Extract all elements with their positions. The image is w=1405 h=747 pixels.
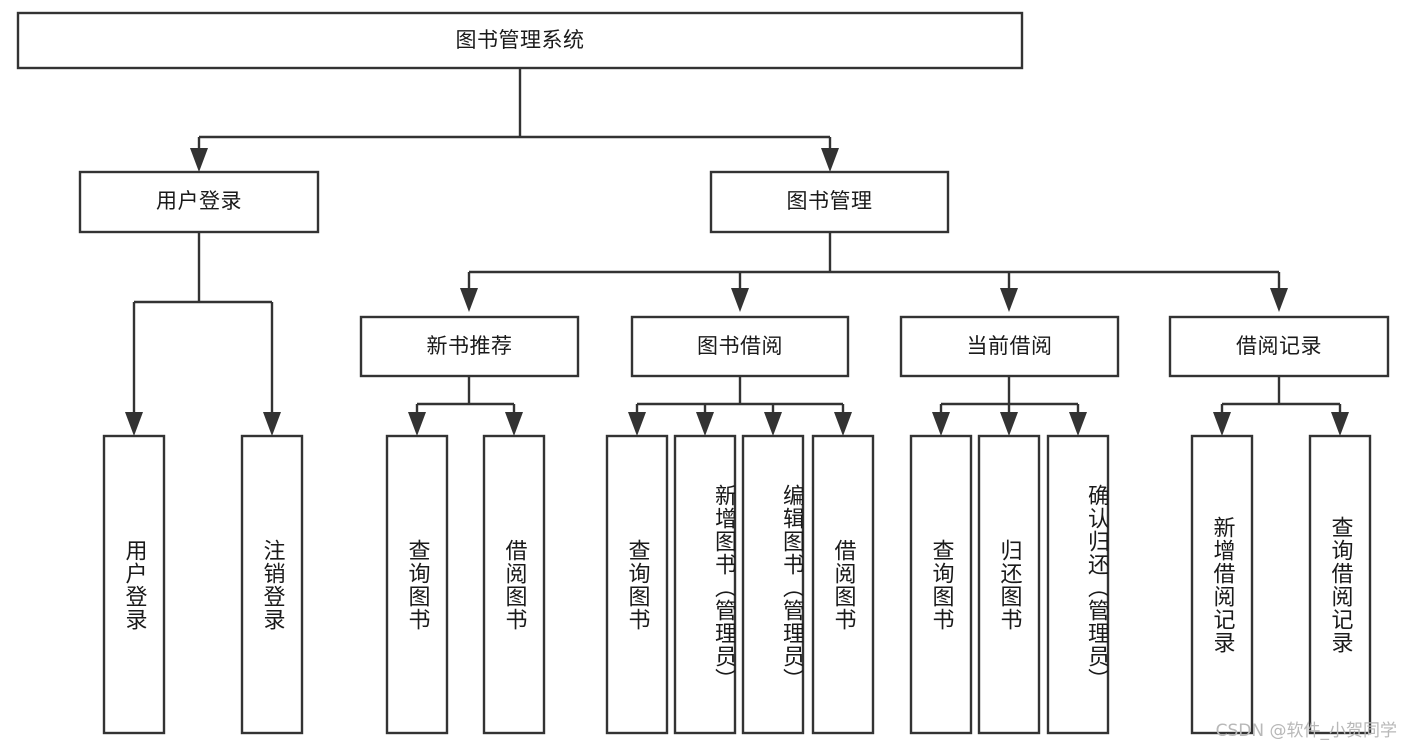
- node-leaf-borrow-book-1-box[interactable]: [482, 434, 546, 735]
- connector-root-to-level2: [190, 68, 839, 172]
- connector-newbook-to-leaves: [408, 376, 523, 436]
- node-user-login-box[interactable]: [78, 170, 320, 234]
- node-root-box[interactable]: [16, 11, 1024, 70]
- node-leaf-borrow-book-2-box[interactable]: [811, 434, 875, 735]
- node-leaf-edit-book-box[interactable]: [741, 434, 805, 735]
- connector-borrowrecord-to-leaves: [1213, 376, 1349, 436]
- node-leaf-query-book-1-box[interactable]: [385, 434, 449, 735]
- node-leaf-add-book-box[interactable]: [673, 434, 737, 735]
- node-new-book-recommend-box[interactable]: [359, 315, 580, 378]
- node-leaf-user-login-box[interactable]: [102, 434, 166, 735]
- node-leaf-query-book-3-box[interactable]: [909, 434, 973, 735]
- connector-currentborrow-to-leaves: [932, 376, 1087, 436]
- node-leaf-query-book-2-box[interactable]: [605, 434, 669, 735]
- node-leaf-confirm-return-box[interactable]: [1046, 434, 1110, 735]
- node-leaf-add-record-box[interactable]: [1190, 434, 1254, 735]
- connector-bookborrow-to-leaves: [628, 376, 852, 436]
- connector-bookmgmt-to-level3: [460, 232, 1288, 312]
- node-current-borrow-box[interactable]: [899, 315, 1120, 378]
- csdn-watermark: CSDN @软件_小贺同学: [1215, 721, 1397, 741]
- node-leaf-return-book-box[interactable]: [977, 434, 1041, 735]
- node-leaf-query-record-box[interactable]: [1308, 434, 1372, 735]
- node-borrow-record-box[interactable]: [1168, 315, 1390, 378]
- node-book-borrow-box[interactable]: [630, 315, 850, 378]
- node-leaf-logout-box[interactable]: [240, 434, 304, 735]
- connector-userlogin-to-leaves: [125, 232, 281, 436]
- node-book-management-box[interactable]: [709, 170, 950, 234]
